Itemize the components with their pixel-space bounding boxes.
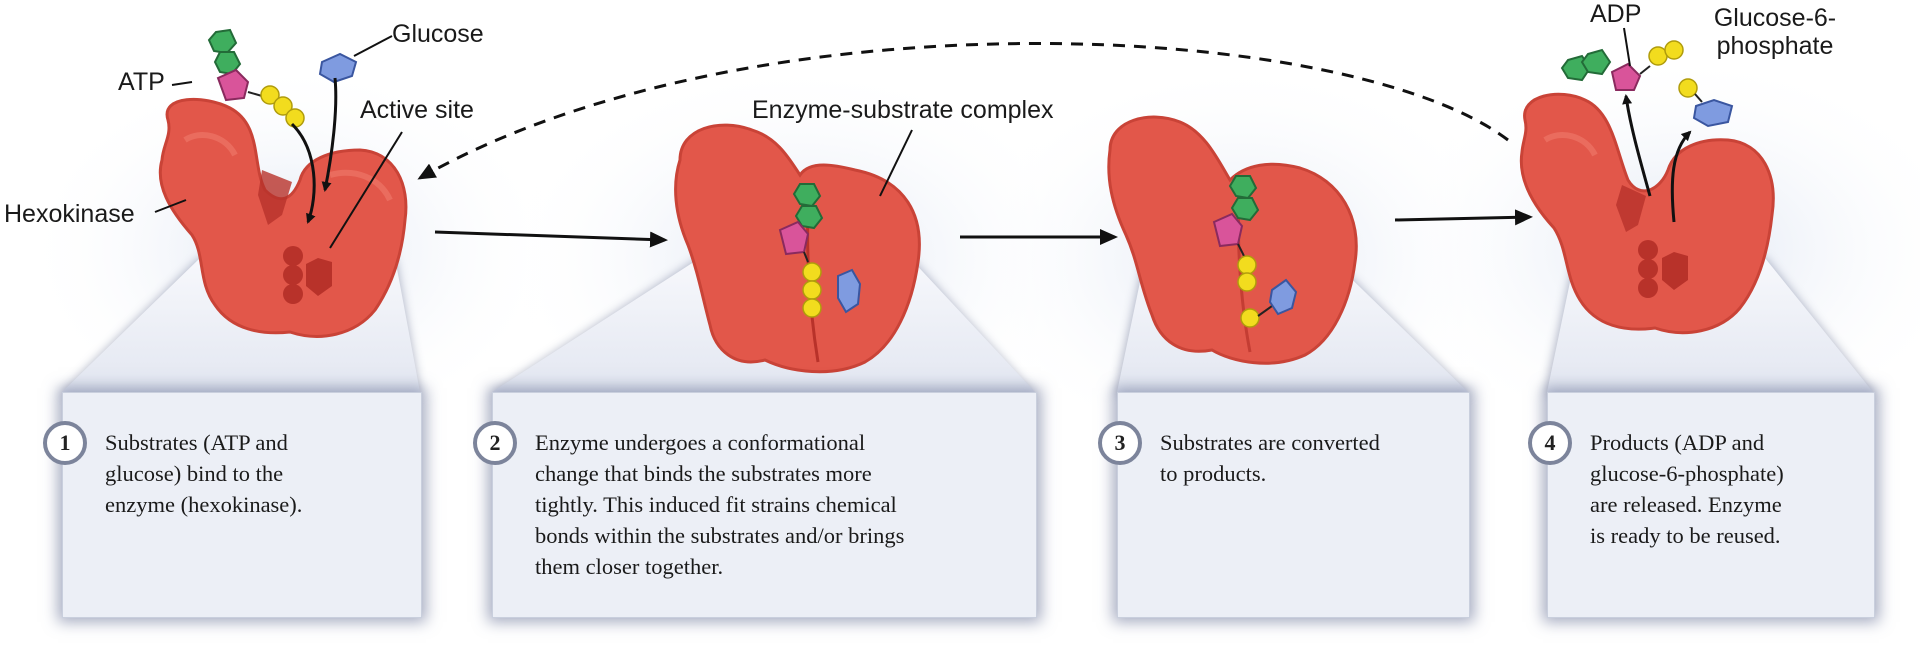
adp-leader-line [1623, 27, 1631, 67]
product-release-arrow [1622, 94, 1652, 197]
step-box-3: 3 Substrates are converted to products. [1098, 392, 1470, 618]
substrate-binding-arrow [321, 77, 338, 192]
enzyme-1-open [158, 97, 408, 338]
enzyme-4-release [1519, 92, 1775, 335]
step-arrow-3-4 [1394, 209, 1533, 226]
enzyme-2-complex [674, 123, 921, 374]
enzyme-substrate-complex-label: Enzyme-substrate complex [752, 96, 1054, 124]
hexokinase-leader-line [154, 199, 187, 213]
atp-leader-line [171, 81, 193, 86]
glucose-label: Glucose [392, 20, 484, 48]
product-release-arrow [1670, 130, 1692, 223]
active-site-leader-line [329, 131, 403, 249]
step-box-2: 2 Enzyme undergoes a conformational chan… [473, 392, 1037, 618]
hexokinase-label: Hexokinase [4, 200, 135, 228]
step-description: Substrates are converted to products. [1160, 430, 1380, 486]
glucose-molecule [318, 52, 358, 84]
step-box-4: 4 Products (ADP and glucose-6-phosphate)… [1528, 392, 1875, 618]
complex-leader-line [879, 129, 913, 197]
step-description: Products (ADP and glucose-6-phosphate) a… [1590, 430, 1784, 548]
step-arrow-1-2 [434, 230, 668, 248]
step-number-badge: 1 [43, 421, 87, 465]
substrate-binding-arrow [290, 122, 316, 224]
glucose-leader-line [353, 35, 393, 57]
step-number-badge: 2 [473, 421, 517, 465]
step-box-1: 1 Substrates (ATP and glucose) bind to t… [43, 392, 422, 618]
step-description: Enzyme undergoes a conformational change… [535, 430, 905, 579]
adp-label: ADP [1590, 0, 1642, 28]
step-number-badge: 3 [1098, 421, 1142, 465]
atp-molecule [207, 28, 305, 128]
glucose-6-phosphate-label-line1: Glucose-6- [1713, 4, 1837, 32]
glucose-6-phosphate-label-line2: phosphate [1716, 32, 1834, 60]
step-description: Substrates (ATP and glucose) bind to the… [105, 430, 303, 517]
active-site-label: Active site [360, 96, 474, 124]
reuse-dashed-arrow [417, 42, 1509, 180]
atp-label: ATP [118, 68, 165, 96]
glucose-6-phosphate-label: Glucose-6- phosphate [1700, 4, 1850, 60]
adp-molecule [1560, 40, 1684, 91]
step-number-badge: 4 [1528, 421, 1572, 465]
glucose-6-phosphate-molecule [1678, 78, 1734, 128]
enzyme-3-reaction [1107, 115, 1358, 365]
